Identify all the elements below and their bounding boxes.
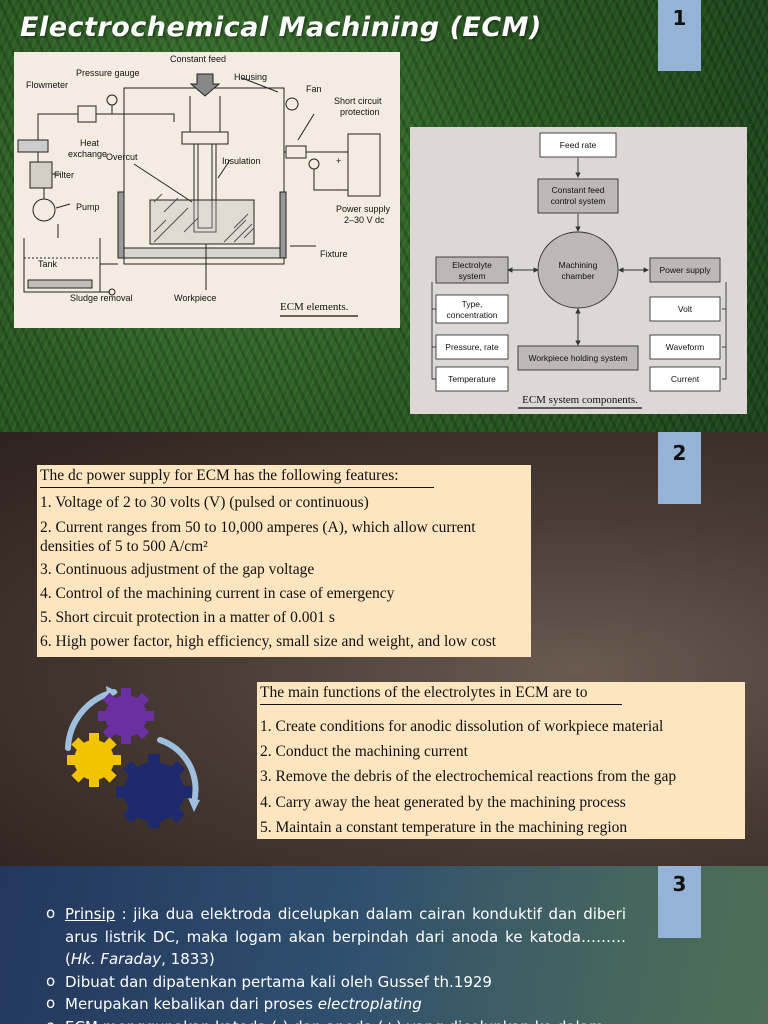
list-item: Prinsip : jika dua elektroda dicelupkan …: [44, 902, 626, 971]
slide-3: 3 Prinsip : jika dua elektroda dicelupka…: [0, 866, 768, 1024]
list-item: Dibuat dan dipatenkan pertama kali oleh …: [44, 970, 626, 994]
system-box-labels: Feed rate Constant feed control system M…: [445, 140, 711, 409]
box-type-line2: concentration: [446, 310, 497, 320]
list-item: 1. Create conditions for anodic dissolut…: [260, 718, 664, 735]
box-constant-feed-line1: Constant feed: [552, 185, 605, 195]
elements-caption: ECM elements.: [280, 301, 349, 313]
list-item: Merupakan kebalikan dari proses electrop…: [44, 992, 626, 1016]
schematic-lines: [17, 73, 381, 296]
slide-number-badge: 1: [658, 0, 701, 71]
system-caption: ECM system components.: [522, 394, 638, 406]
power-supply-heading: The dc power supply for ECM has the foll…: [40, 467, 399, 484]
cycle-arrows: [65, 689, 199, 805]
list-item: 4. Carry away the heat generated by the …: [260, 793, 626, 811]
heading-underline: [260, 704, 622, 705]
list-item: 3. Remove the debris of the electrochemi…: [260, 768, 677, 786]
electrolyte-functions-box: The main functions of the electrolytes i…: [257, 682, 745, 839]
list-item: 5. Maintain a constant temperature in th…: [260, 818, 628, 836]
label-exchange: exchange: [68, 149, 107, 159]
list-item: 6. High power factor, high efficiency, s…: [40, 633, 497, 650]
bullet-text: : jika dua elektroda dicelupkan dalam ca…: [65, 905, 626, 968]
label-minus: –: [336, 184, 341, 194]
power-supply-features-box: The dc power supply for ECM has the foll…: [37, 465, 531, 657]
label-short-circuit: Short circuit: [334, 96, 382, 106]
box-type-line1: Type,: [462, 299, 483, 309]
system-boxes: [435, 132, 721, 392]
label-insulation: Insulation: [222, 156, 261, 166]
label-constant-feed: Constant feed: [170, 54, 226, 64]
slide-1: Electrochemical Machining (ECM) 1: [0, 0, 768, 432]
purple-gear: [98, 688, 154, 744]
box-electrolyte-line2: system: [459, 271, 486, 281]
box-workpiece-holding: Workpiece holding system: [528, 353, 627, 363]
label-pump: Pump: [76, 202, 100, 212]
ecm-elements-figure: Constant feed Pressure gauge Housing Flo…: [14, 52, 400, 328]
label-fixture: Fixture: [320, 249, 348, 259]
electrolyte-heading: The main functions of the electrolytes i…: [260, 684, 588, 701]
label-filter: Filter: [54, 170, 74, 180]
bullet-text: , 1833): [161, 950, 215, 968]
label-workpiece: Workpiece: [174, 293, 216, 303]
label-plus: +: [336, 156, 341, 166]
box-electrolyte-line1: Electrolyte: [452, 260, 492, 270]
box-current: Current: [671, 374, 700, 384]
label-housing: Housing: [234, 72, 267, 82]
box-pressure-rate: Pressure, rate: [445, 342, 499, 352]
label-voltage-range: 2–30 V dc: [344, 215, 385, 225]
list-item: 2. Current ranges from 50 to 10,000 ampe…: [40, 519, 476, 555]
list-item: 4. Control of the machining current in c…: [40, 585, 395, 602]
bullet-term: Prinsip: [65, 905, 116, 923]
electrolyte-function-list: 1. Create conditions for anodic dissolut…: [260, 714, 676, 840]
bullet-emphasis: electroplating: [317, 995, 422, 1013]
label-heat: Heat: [80, 138, 100, 148]
label-fan: Fan: [306, 84, 322, 94]
list-item: 5. Short circuit protection in a matter …: [40, 609, 335, 626]
box-temperature: Temperature: [448, 374, 496, 384]
bullet-text: Merupakan kebalikan dari proses: [65, 995, 318, 1013]
slide-title: Electrochemical Machining (ECM): [20, 12, 542, 43]
box-power-supply: Power supply: [659, 265, 711, 275]
box-constant-feed-line2: control system: [551, 196, 606, 206]
label-tank: Tank: [38, 259, 58, 269]
list-item: 3. Continuous adjustment of the gap volt…: [40, 561, 315, 578]
power-supply-feature-list: 1. Voltage of 2 to 30 volts (V) (pulsed …: [40, 491, 530, 654]
heading-underline: [40, 487, 434, 488]
slide-number-badge: 2: [658, 432, 701, 504]
label-power-supply: Power supply: [336, 204, 391, 214]
list-item: ECM menggunakan katoda (-) dan anoda (+)…: [44, 1015, 626, 1024]
navy-gear: [116, 754, 192, 828]
label-overcut: Overcut: [106, 152, 138, 162]
box-machining-chamber-line1: Machining: [559, 260, 598, 270]
yellow-gear: [67, 733, 121, 787]
label-sludge-removal: Sludge removal: [70, 293, 133, 303]
box-feed-rate: Feed rate: [560, 140, 597, 150]
box-waveform: Waveform: [666, 342, 704, 352]
gears-cycle-graphic: [65, 686, 200, 828]
label-pressure-gauge: Pressure gauge: [76, 68, 140, 78]
ecm-system-figure: Feed rate Constant feed control system M…: [410, 127, 747, 414]
label-protection: protection: [340, 107, 380, 117]
box-machining-chamber-line2: chamber: [561, 271, 594, 281]
bullet-citation: Hk. Faraday: [70, 950, 162, 968]
system-connectors: [431, 158, 727, 380]
list-item: 1. Voltage of 2 to 30 volts (V) (pulsed …: [40, 494, 369, 511]
label-flowmeter: Flowmeter: [26, 80, 68, 90]
slide-2: 2 The dc power supply for ECM has the fo…: [0, 432, 768, 866]
slide-number-badge: 3: [658, 866, 701, 938]
schematic-labels: Constant feed Pressure gauge Housing Flo…: [26, 54, 391, 317]
box-volt: Volt: [678, 304, 693, 314]
principle-bullet-list: Prinsip : jika dua elektroda dicelupkan …: [44, 902, 626, 1024]
list-item: 2. Conduct the machining current: [260, 743, 468, 761]
